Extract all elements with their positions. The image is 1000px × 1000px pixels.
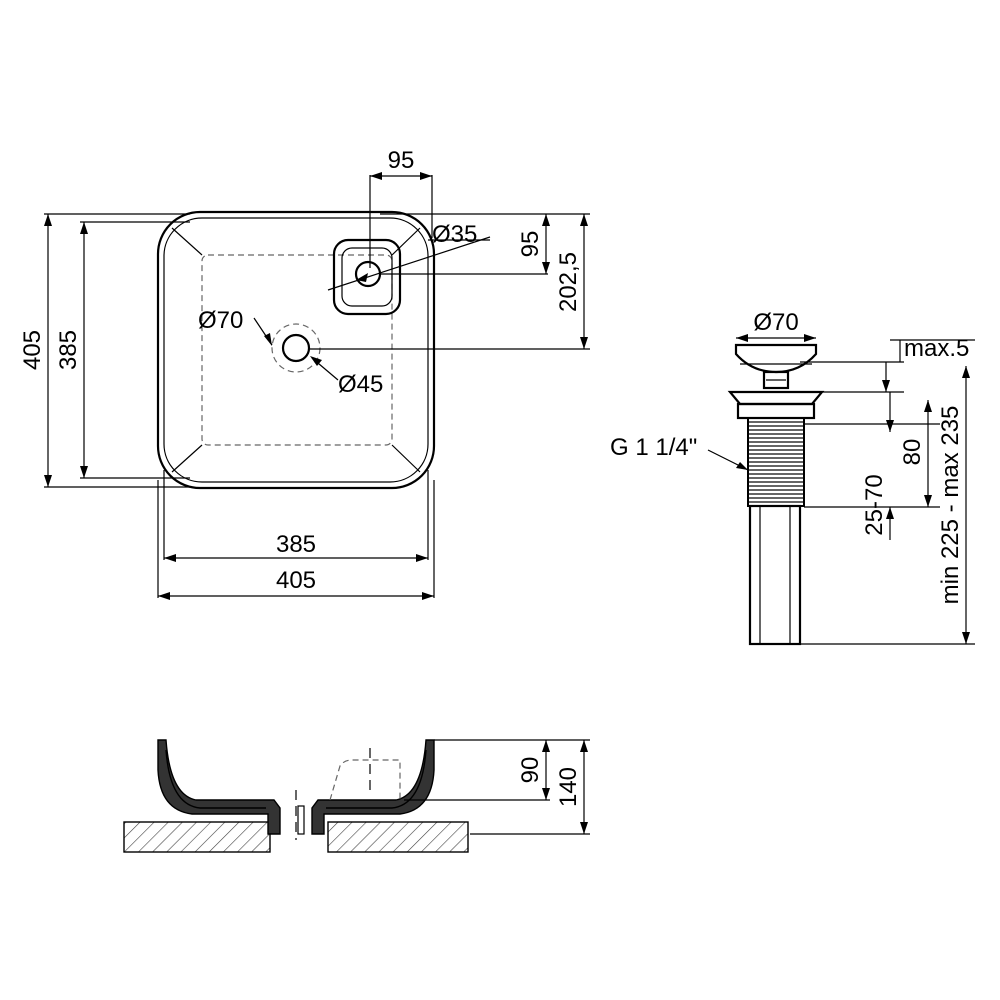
side-view: 90 140	[123, 739, 590, 853]
drain-thread	[747, 417, 805, 507]
drain-view: Ø70 max.5 80 25-70 min 225 - max 235 G 1…	[610, 309, 975, 646]
drain-cap	[734, 343, 818, 374]
counter-left	[123, 821, 271, 853]
dim-drain-inner: Ø45	[338, 371, 383, 398]
dim-top-hole-offset: 95	[388, 147, 415, 174]
dim-inner-width: 385	[276, 531, 316, 558]
drain-flange	[727, 390, 825, 406]
dim-outer-width: 405	[276, 567, 316, 594]
basin-section-right	[311, 739, 435, 835]
dim-range: min 225 - max 235	[937, 406, 964, 605]
dim-inner-height: 385	[55, 330, 82, 370]
dim-140: 140	[555, 767, 582, 807]
top-view: 95 Ø35 95 202,5 405 385 Ø70	[19, 147, 590, 600]
tap-block-inner	[341, 247, 393, 307]
basin-outer-outline-inner-edge	[163, 217, 429, 483]
tap-block	[332, 238, 402, 316]
basin-section-left	[157, 739, 281, 835]
drain-outer-dashed	[271, 323, 321, 373]
dim-90: 90	[517, 757, 544, 784]
dim-side-95: 95	[517, 231, 544, 258]
drain-pipe	[748, 504, 802, 646]
dim-cap: Ø70	[753, 309, 798, 336]
dim-outer-height: 405	[19, 330, 46, 370]
basin-bowl-dashed	[201, 254, 393, 446]
dim-max: max.5	[904, 335, 969, 362]
counter-right	[327, 821, 469, 853]
dim-25-70: 25-70	[861, 474, 888, 535]
dim-side-202: 202,5	[555, 252, 582, 312]
dim-tap-hole: Ø35	[432, 221, 477, 248]
dim-80: 80	[899, 439, 926, 466]
basin-outer-outline	[156, 210, 436, 490]
dim-drain-outer: Ø70	[198, 307, 243, 334]
thread-label: G 1 1/4"	[610, 434, 697, 461]
drain-hole	[281, 333, 311, 363]
